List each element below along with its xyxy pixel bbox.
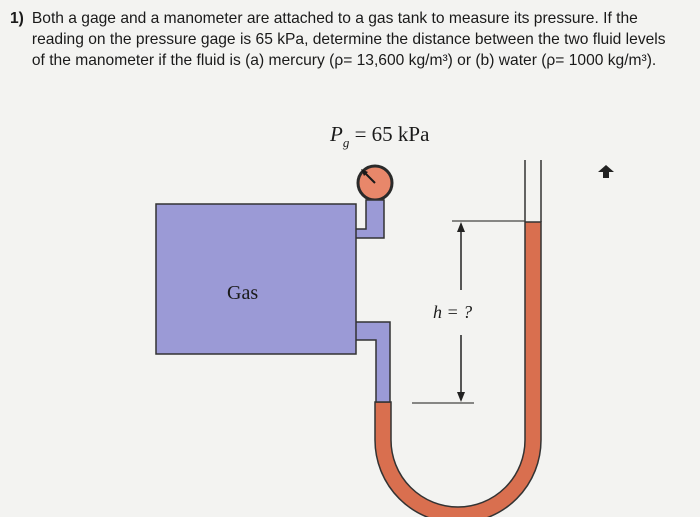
- gage-label-subscript: g: [343, 135, 350, 150]
- problem-line-3: of the manometer if the fluid is (a) mer…: [31, 52, 657, 69]
- problem-line-1: Both a gage and a manometer are attached…: [31, 10, 638, 27]
- pressure-gage: [356, 164, 394, 202]
- gage-pipe: [354, 199, 385, 239]
- problem-line-2: reading on the pressure gage is 65 kPa, …: [31, 31, 666, 48]
- gas-tank: [155, 203, 357, 355]
- gage-label-symbol: P: [329, 122, 343, 146]
- height-label: h = ?: [433, 302, 472, 322]
- problem-text: Both a gage and a manometer are attached…: [32, 8, 692, 71]
- gage-label-value: = 65 kPa: [349, 122, 430, 146]
- height-arrow-up-head: [457, 222, 465, 232]
- problem-statement: 1) Both a gage and a manometer are attac…: [10, 8, 692, 71]
- tank-label: Gas: [227, 282, 258, 304]
- height-arrow-down-head: [457, 392, 465, 402]
- height-dimension: h = ?: [433, 222, 472, 402]
- gage-label: Pg = 65 kPa: [329, 122, 430, 150]
- gage-needle-tip: [361, 169, 368, 176]
- problem-number: 1): [10, 10, 24, 27]
- manometer-gas-leg: [354, 321, 391, 403]
- mouse-pointer-icon: [598, 165, 614, 178]
- manometer-fluid: [374, 221, 542, 517]
